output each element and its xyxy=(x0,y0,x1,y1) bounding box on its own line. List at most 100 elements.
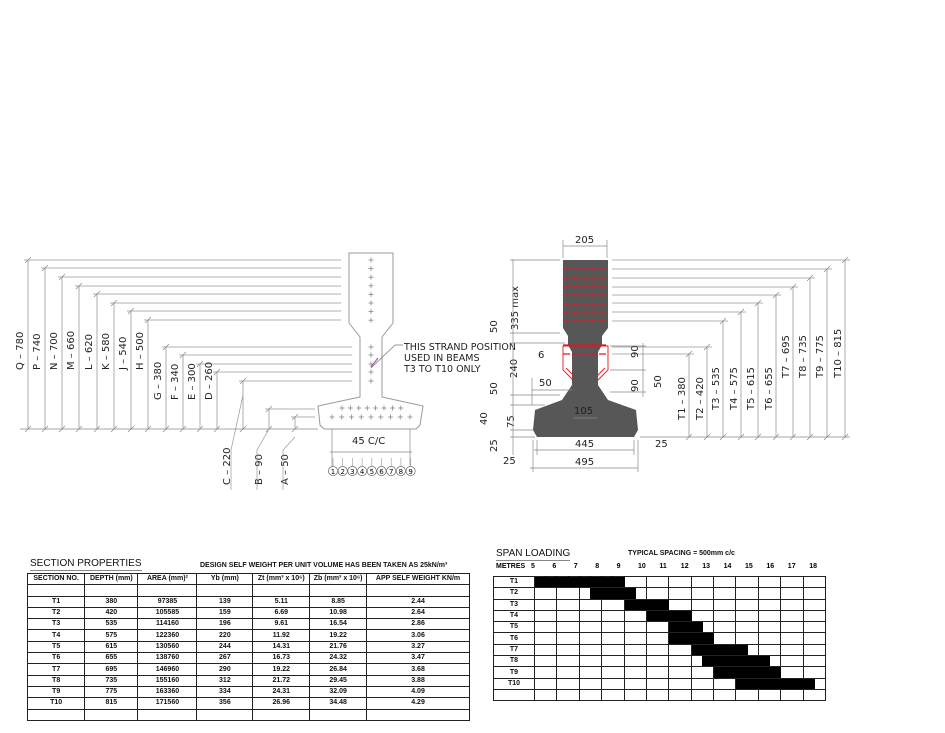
span-cell xyxy=(814,643,826,657)
span-cell xyxy=(657,688,670,702)
span-cell xyxy=(724,598,737,611)
table-cell: 9.61 xyxy=(252,618,311,631)
dimension-label: T1 – 380 xyxy=(677,377,688,421)
dimension-G: G – 380 xyxy=(153,343,352,433)
span-cell xyxy=(791,655,804,668)
span-cell xyxy=(769,655,782,668)
table-cell: 97385 xyxy=(137,595,198,608)
dimension-label: B – 90 xyxy=(254,454,265,485)
span-cell xyxy=(589,575,603,589)
dimension-M: M – 660 xyxy=(66,282,341,433)
span-row: T10 xyxy=(493,677,826,690)
strand-number-circle xyxy=(405,466,416,476)
table-cell xyxy=(252,708,311,721)
span-cell xyxy=(623,643,636,657)
span-cell xyxy=(724,609,737,623)
table-cell: 6.69 xyxy=(252,606,311,620)
span-row: T6 xyxy=(493,632,826,645)
span-cell xyxy=(568,677,580,690)
dimension-label: L – 620 xyxy=(84,334,95,370)
span-cell xyxy=(668,575,680,589)
span-cell xyxy=(657,621,670,634)
dimension-label: T3 – 535 xyxy=(711,367,722,411)
dimension-label: D – 260 xyxy=(204,362,215,400)
table-cell: 4.29 xyxy=(366,697,470,710)
span-cell xyxy=(679,598,692,611)
dimension-T6: T6 – 655 xyxy=(612,291,781,441)
span-cell xyxy=(556,609,569,623)
dimension-label: P – 740 xyxy=(32,334,43,370)
dimension-H: H – 500 xyxy=(135,316,341,433)
span-cell xyxy=(545,632,558,645)
strand-number: 8 xyxy=(399,468,403,476)
strand-number-circle xyxy=(395,466,406,476)
span-cell xyxy=(757,621,770,634)
table-cell: 2.64 xyxy=(366,606,470,620)
span-row: T9 xyxy=(493,666,826,679)
table-cell: 655 xyxy=(84,652,139,665)
dimension-label: T4 – 575 xyxy=(729,367,740,411)
metres-tick: 17 xyxy=(787,563,796,570)
span-cell xyxy=(780,688,792,702)
table-cell: SECTION NO. xyxy=(26,572,86,586)
span-cell xyxy=(768,677,782,690)
table-cell: 163360 xyxy=(137,685,198,699)
span-cell xyxy=(791,598,804,611)
span-cell xyxy=(623,677,636,690)
span-cell xyxy=(712,666,726,679)
span-cell xyxy=(780,587,792,600)
span-cell xyxy=(590,632,603,645)
strand-number-circle xyxy=(337,466,348,476)
span-cell xyxy=(802,655,815,668)
span-cell xyxy=(612,666,625,679)
table-cell: 220 xyxy=(196,629,254,642)
span-cell xyxy=(601,677,613,690)
table-cell: 695 xyxy=(84,663,139,676)
span-cell xyxy=(791,677,804,690)
span-cell xyxy=(601,666,613,679)
table-cell: T8 xyxy=(26,674,86,687)
span-cell xyxy=(780,655,792,668)
span-row: T7 xyxy=(493,643,826,657)
span-cell xyxy=(780,621,792,634)
table-cell: T4 xyxy=(26,629,86,642)
span-cell xyxy=(601,587,614,600)
span-cell xyxy=(623,575,636,589)
table-cell: 775 xyxy=(84,685,139,699)
dimension-T5: T5 – 615 xyxy=(612,299,763,441)
span-cell xyxy=(735,587,748,600)
dimension-d75: 75 xyxy=(506,415,517,428)
table-cell xyxy=(84,708,139,721)
dimension-label: T5 – 615 xyxy=(746,367,757,411)
table-cell: 139 xyxy=(196,595,254,608)
span-cell xyxy=(568,643,580,657)
span-cell xyxy=(533,598,546,611)
dimension-max_label: 335 max xyxy=(510,286,521,330)
dimension-label: T8 – 735 xyxy=(798,335,809,379)
harped-strand-zone xyxy=(562,345,609,381)
table-cell: 11.92 xyxy=(252,629,311,642)
span-cell xyxy=(635,587,647,600)
table-cell: T2 xyxy=(26,606,86,620)
span-cell xyxy=(578,666,591,679)
span-cell xyxy=(724,666,737,679)
span-cell xyxy=(612,621,625,634)
span-cell xyxy=(746,666,759,679)
span-cell xyxy=(612,632,625,645)
table-cell: T10 xyxy=(26,697,86,710)
span-cell xyxy=(567,575,580,589)
span-cell xyxy=(679,643,692,657)
table-cell: 26.96 xyxy=(252,697,311,710)
span-row: T5 xyxy=(493,621,826,634)
span-row: T8 xyxy=(493,655,826,668)
span-cell xyxy=(590,643,603,657)
table-cell: 24.31 xyxy=(252,685,311,699)
dimension-label: T7 – 695 xyxy=(781,335,792,379)
span-cell xyxy=(802,609,815,623)
